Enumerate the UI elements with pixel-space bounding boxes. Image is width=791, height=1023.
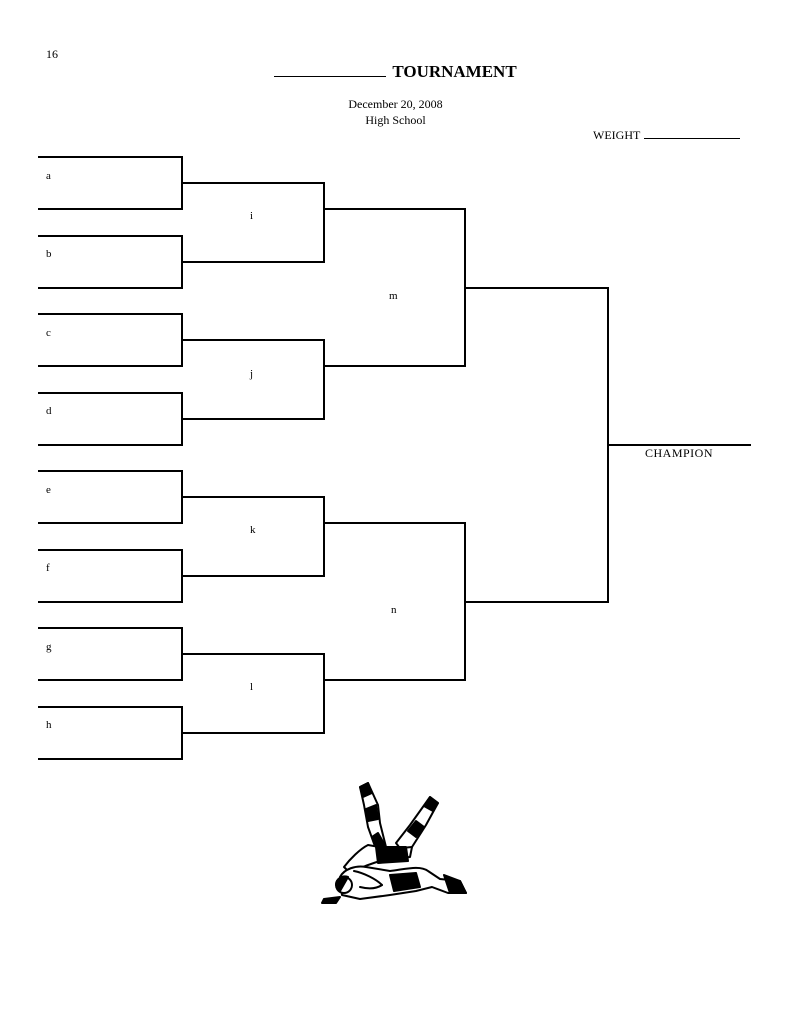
wrestlers-icon xyxy=(321,782,467,904)
slot-i: i xyxy=(250,210,254,222)
bracket-pair-ab-top xyxy=(38,156,183,210)
tournament-date: December 20, 2008 xyxy=(348,97,443,111)
champion-label: CHAMPION xyxy=(645,446,714,460)
slot-c: c xyxy=(46,327,51,339)
slot-d: d xyxy=(46,405,52,417)
slot-j: j xyxy=(250,368,254,380)
bracket-pair-ef-bottom xyxy=(38,549,183,603)
weight-field: WEIGHT xyxy=(593,128,741,143)
bracket-round2-i xyxy=(182,182,325,263)
bracket-final xyxy=(465,287,609,603)
slot-f: f xyxy=(46,562,50,574)
tournament-school: High School xyxy=(365,113,426,127)
tournament-title-text: TOURNAMENT xyxy=(392,62,517,81)
slot-a: a xyxy=(46,170,51,182)
bracket-pair-cd-bottom xyxy=(38,392,183,446)
bracket-pair-ef-top xyxy=(38,470,183,524)
bracket-pair-ab-bottom xyxy=(38,235,183,289)
weight-label: WEIGHT xyxy=(593,128,641,142)
bracket-round2-k xyxy=(182,496,325,577)
tournament-name-blank xyxy=(274,62,387,77)
bracket-round2-l xyxy=(182,653,325,734)
bracket-pair-gh-bottom xyxy=(38,706,183,760)
bracket-pair-gh-top xyxy=(38,627,183,681)
slot-k: k xyxy=(250,524,256,536)
slot-n: n xyxy=(391,604,397,616)
slot-b: b xyxy=(46,248,52,260)
page-number: 16 xyxy=(46,47,58,61)
bracket-round3-n xyxy=(324,522,466,681)
slot-m: m xyxy=(389,290,398,302)
slot-h: h xyxy=(46,719,52,731)
bracket-pair-cd-top xyxy=(38,313,183,367)
slot-l: l xyxy=(250,681,254,693)
slot-g: g xyxy=(46,641,52,653)
bracket-round2-j xyxy=(182,339,325,420)
bracket-round3-m xyxy=(324,208,466,367)
weight-blank xyxy=(644,128,741,139)
slot-e: e xyxy=(46,484,51,496)
tournament-title: TOURNAMENT xyxy=(0,62,791,82)
